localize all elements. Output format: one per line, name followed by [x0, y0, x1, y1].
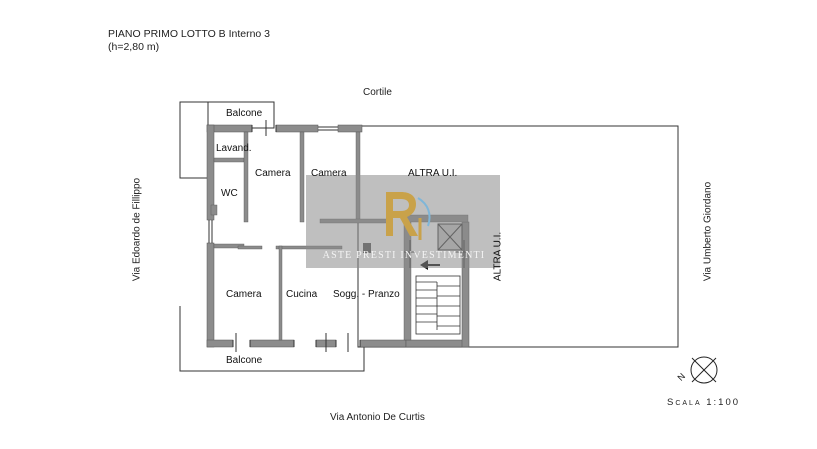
room-balcone-bottom: Balcone: [226, 355, 263, 366]
room-balcone-top: Balcone: [226, 108, 263, 119]
stairwell: [415, 275, 461, 335]
room-wc: WC: [221, 188, 238, 199]
exterior-walls: [206, 124, 470, 348]
room-altra-ui-top: ALTRA U.I.: [408, 168, 458, 179]
room-altra-ui-right: ALTRA U.I.: [492, 231, 504, 282]
plan-height: (h=2,80 m): [108, 41, 160, 53]
plan-title: PIANO PRIMO LOTTO B Interno 3: [108, 28, 271, 40]
label-via-antonio-de-curtis: Via Antonio De Curtis: [330, 412, 425, 423]
room-camera-1: Camera: [255, 168, 291, 179]
balcone-bottom-outline: [179, 306, 365, 372]
room-cucina: Cucina: [286, 289, 318, 300]
watermark-logo-icon: [386, 192, 431, 240]
label-via-edoardo-de-fillippo: Via Edoardo de Fillippo: [131, 177, 143, 282]
watermark-text: ASTE PRESTI INVESTIMENTI: [322, 250, 486, 261]
room-soggiorno-pranzo: Sogg. - Pranzo: [333, 289, 400, 300]
room-camera-2: Camera: [311, 168, 347, 179]
watermark: [306, 175, 500, 268]
windows: [208, 120, 361, 352]
room-camera-3: Camera: [226, 289, 262, 300]
label-cortile: Cortile: [363, 87, 392, 98]
label-via-umberto-giordano: Via Umberto Giordano: [702, 181, 714, 282]
balcone-top-outline: [179, 101, 209, 179]
room-lavanderia: Lavand.: [216, 143, 252, 154]
scale-label: Scala 1:100: [667, 397, 741, 408]
north-compass-icon: [690, 356, 718, 384]
